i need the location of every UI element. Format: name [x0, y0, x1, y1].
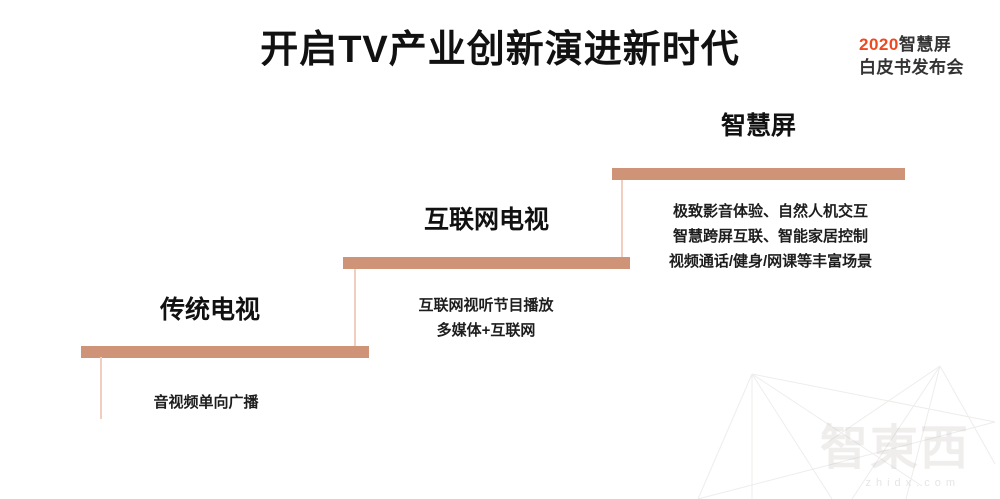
step-label-traditional-tv: 传统电视	[159, 296, 260, 324]
step-bar-traditional-tv	[81, 346, 369, 358]
step-desc-internet-tv: 互联网视听节目播放 多媒体+互联网	[336, 293, 636, 343]
desc-line: 音视频单向广播	[153, 394, 259, 411]
desc-line: 视频通话/健身/网课等丰富场景	[668, 253, 873, 270]
connector-line-internet-to-traditional	[354, 269, 356, 346]
watermark: 智東西 zhidx.com	[690, 364, 1000, 499]
connector-line-traditional-tail	[100, 357, 102, 419]
desc-line: 互联网视听节目播放	[418, 297, 554, 314]
connector-line-smart-to-internet	[621, 180, 623, 257]
step-label-internet-tv: 互联网电视	[423, 206, 549, 234]
logo-product: 智慧屏	[898, 35, 952, 54]
logo-year: 2020	[859, 35, 899, 54]
step-label-smart-screen: 智慧屏	[720, 112, 796, 140]
watermark-brand-text: 智東西	[819, 422, 970, 475]
step-bar-internet-tv	[343, 257, 630, 269]
logo-subtitle: 白皮书发布会	[859, 58, 964, 77]
watermark-mesh	[697, 365, 996, 499]
desc-line: 多媒体+互联网	[436, 322, 536, 339]
slide-title: 开启TV产业创新演进新时代	[260, 29, 740, 71]
step-desc-traditional-tv: 音视频单向广播	[56, 390, 356, 415]
step-bar-smart-screen	[612, 168, 905, 180]
desc-line: 智慧跨屏互联、智能家居控制	[672, 228, 868, 245]
brand-logo: 2020智慧屏 白皮书发布会	[859, 33, 964, 79]
watermark-caption-text: zhidx.com	[865, 477, 960, 489]
step-desc-smart-screen: 极致影音体验、自然人机交互 智慧跨屏互联、智能家居控制 视频通话/健身/网课等丰…	[613, 199, 928, 274]
logo-line1: 2020智慧屏	[859, 33, 964, 56]
desc-line: 极致影音体验、自然人机交互	[672, 203, 868, 220]
